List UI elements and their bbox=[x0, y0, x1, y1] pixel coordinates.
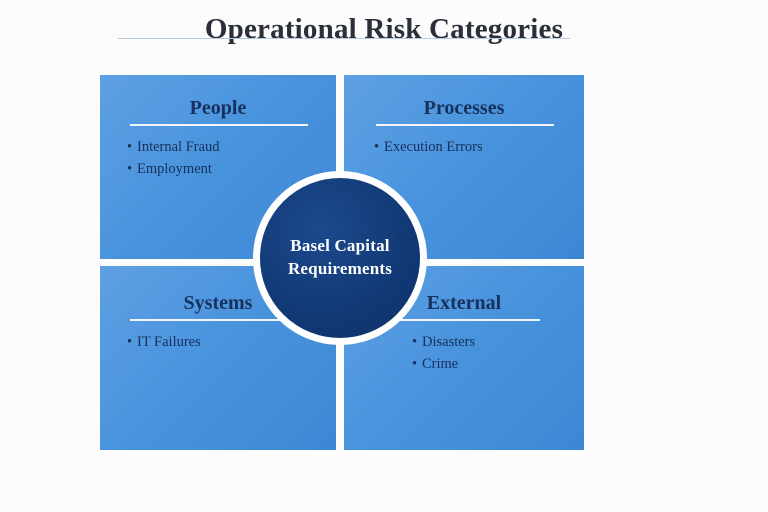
quadrant-external-divider bbox=[394, 319, 540, 321]
page-title: Operational Risk Categories bbox=[204, 13, 564, 45]
bullet-icon: • bbox=[374, 139, 380, 155]
list-item: •Disasters bbox=[412, 331, 475, 353]
list-item: •Employment bbox=[127, 158, 220, 180]
center-hub-circle[interactable]: Basel Capital Requirements bbox=[253, 171, 427, 345]
center-hub-label: Basel Capital Requirements bbox=[288, 235, 392, 281]
center-hub-line-2: Requirements bbox=[287, 259, 393, 278]
list-item: •Internal Fraud bbox=[127, 136, 220, 158]
bullet-icon: • bbox=[127, 161, 133, 178]
list-item-label: Disasters bbox=[422, 334, 476, 350]
quadrant-people-divider bbox=[130, 124, 308, 126]
list-item-label: Internal Fraud bbox=[137, 139, 220, 155]
quadrant-people[interactable]: People •Internal Fraud •Employment bbox=[100, 75, 336, 259]
quadrant-systems-divider bbox=[130, 319, 298, 321]
list-item-label: Employment bbox=[137, 161, 212, 178]
title-divider bbox=[118, 38, 570, 39]
bullet-icon: • bbox=[127, 139, 133, 155]
title-block: Operational Risk Categories bbox=[0, 12, 768, 47]
quadrant-external-list: •Disasters •Crime bbox=[412, 331, 475, 376]
list-item-label: Crime bbox=[422, 356, 459, 373]
list-item: •IT Failures bbox=[127, 331, 201, 353]
bullet-icon: • bbox=[412, 334, 418, 350]
quadrant-processes-heading: Processes bbox=[423, 97, 505, 119]
quadrant-people-list: •Internal Fraud •Employment bbox=[127, 136, 220, 181]
center-hub-line-1: Basel Capital bbox=[290, 236, 390, 256]
bullet-icon: • bbox=[127, 334, 133, 350]
list-item-label: Execution Errors bbox=[384, 139, 483, 155]
quadrant-external-heading: External bbox=[426, 292, 502, 314]
quadrant-systems-list: •IT Failures bbox=[127, 331, 201, 353]
quadrant-people-heading: People bbox=[189, 97, 247, 119]
list-item: •Crime bbox=[412, 353, 475, 375]
list-item-label: IT Failures bbox=[137, 334, 201, 350]
bullet-icon: • bbox=[412, 356, 418, 373]
quadrant-processes-divider bbox=[376, 124, 554, 126]
quadrant-processes-list: •Execution Errors bbox=[374, 136, 483, 158]
quadrant-systems-heading: Systems bbox=[183, 292, 253, 314]
list-item: •Execution Errors bbox=[374, 136, 483, 158]
